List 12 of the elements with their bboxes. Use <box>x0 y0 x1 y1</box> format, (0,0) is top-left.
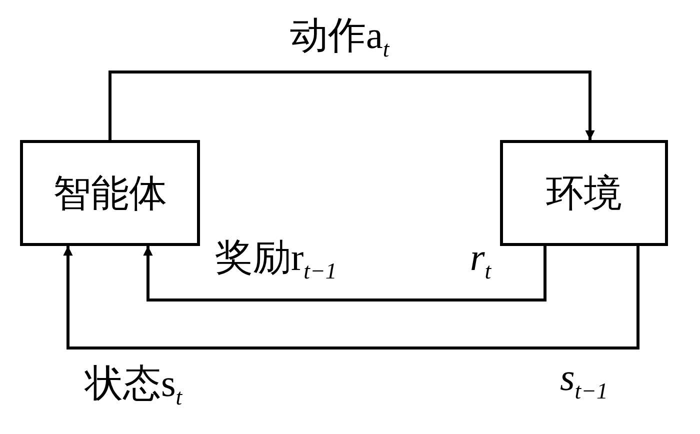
process-box <box>20 140 200 246</box>
process-box <box>500 140 668 246</box>
arrow <box>63 246 640 350</box>
node-label: 智能体 <box>53 172 167 216</box>
arrow <box>108 70 595 140</box>
arrow <box>143 246 546 302</box>
edge-label: 动作a$_{t}$ <box>290 14 390 63</box>
node-label: 环境 <box>546 172 622 216</box>
signal-label: r$_{t}$ <box>470 236 492 285</box>
edge-label: 状态s$_{t}$ <box>85 362 182 411</box>
signal-label: s$_{t−1}$ <box>560 356 608 405</box>
edge-label: 奖励r$_{t−1}$ <box>215 236 337 285</box>
